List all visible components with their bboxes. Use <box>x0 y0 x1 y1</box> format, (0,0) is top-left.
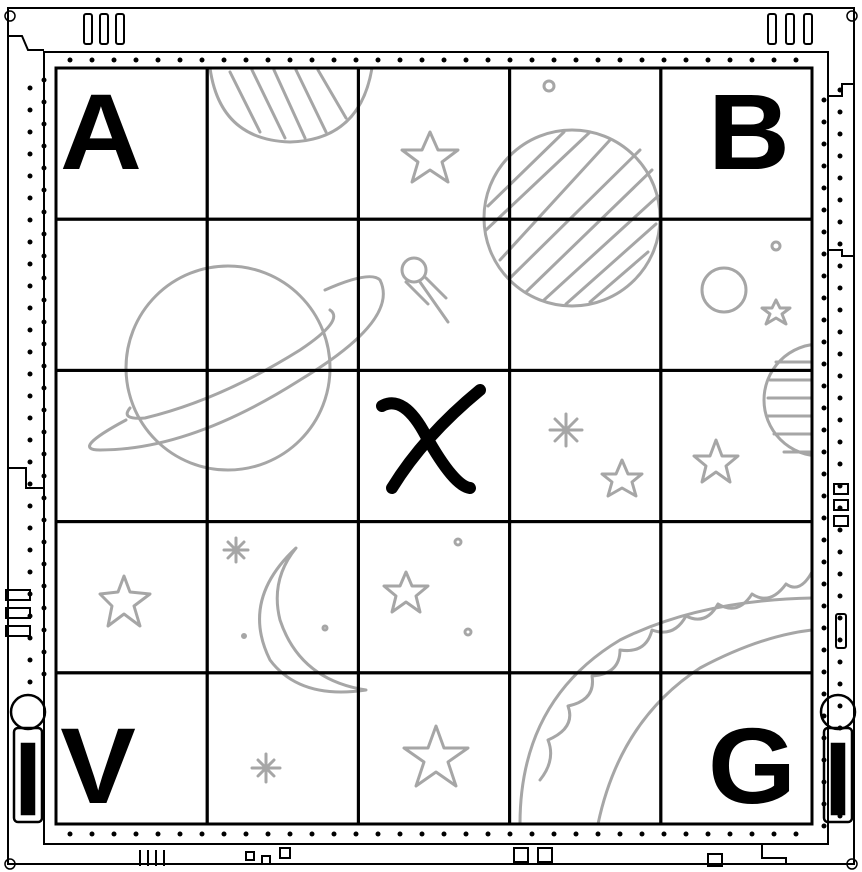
mark-x-icon <box>382 390 480 488</box>
